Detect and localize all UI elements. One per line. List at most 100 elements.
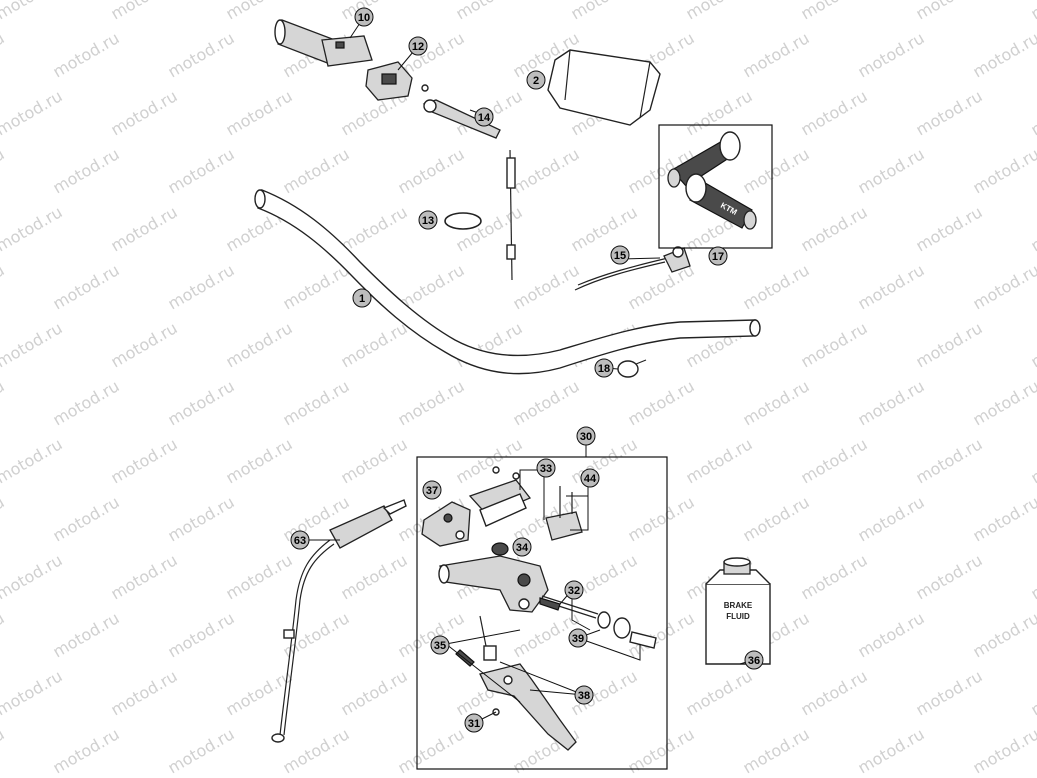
- callout-number: 36: [748, 655, 760, 667]
- watermark-text: motod.ru: [798, 86, 871, 139]
- brake-fluid-label-1: BRAKE: [724, 601, 753, 610]
- callout-circle: [422, 480, 442, 500]
- watermark-text: motod.ru: [913, 318, 986, 371]
- callout-44: 44: [580, 468, 600, 488]
- watermark-text: motod.ru: [108, 0, 181, 23]
- callout-number: 37: [426, 485, 438, 497]
- callout-circle: [430, 635, 450, 655]
- watermark-text: motod.ru: [0, 724, 8, 777]
- watermark-text: motod.ru: [855, 260, 928, 313]
- watermark-text: motod.ru: [108, 86, 181, 139]
- watermark-text: motod.ru: [568, 0, 641, 23]
- callout-36: 36: [744, 650, 764, 670]
- watermark-text: motod.ru: [280, 144, 353, 197]
- watermark-text: motod.ru: [1028, 550, 1037, 603]
- watermark-text: motod.ru: [798, 434, 871, 487]
- watermark-text: motod.ru: [0, 202, 66, 255]
- grip-right: KTM: [685, 173, 757, 230]
- watermark-text: motod.ru: [223, 318, 296, 371]
- callout-number: 2: [533, 75, 539, 87]
- callout-circle: [564, 580, 584, 600]
- callout-number: 1: [359, 293, 365, 305]
- watermark-text: motod.ru: [0, 434, 66, 487]
- watermark-text: motod.ru: [798, 550, 871, 603]
- watermark-text: motod.ru: [1028, 86, 1037, 139]
- callout-number: 14: [478, 112, 491, 124]
- watermark-text: motod.ru: [395, 376, 468, 429]
- watermark-text: motod.ru: [108, 434, 181, 487]
- hose-clamp: [617, 359, 647, 378]
- watermark-text: motod.ru: [453, 0, 526, 23]
- watermark-text: motod.ru: [165, 608, 238, 661]
- callout-31: 31: [464, 713, 484, 733]
- callout-35: 35: [430, 635, 450, 655]
- throttle-cable-adjuster: [422, 99, 501, 139]
- callout-15: 15: [610, 245, 630, 265]
- callout-circle: [474, 107, 494, 127]
- piston-spring-32: [539, 595, 599, 619]
- callout-number: 38: [578, 690, 590, 702]
- master-cylinder-box: [416, 445, 668, 770]
- watermark-text: motod.ru: [0, 492, 8, 545]
- callout-circle: [580, 468, 600, 488]
- watermark-text: motod.ru: [798, 0, 871, 23]
- callout-number: 12: [412, 41, 424, 53]
- watermark-text: motod.ru: [510, 260, 583, 313]
- watermark-text: motod.ru: [338, 0, 411, 23]
- piston-39: [597, 611, 657, 649]
- callout-17: 17: [708, 246, 728, 266]
- watermark-text: motod.ru: [165, 144, 238, 197]
- callout-10: 10: [354, 7, 374, 27]
- watermark-text: motod.ru: [165, 376, 238, 429]
- watermark-text: motod.ru: [338, 434, 411, 487]
- watermark-text: motod.ru: [50, 608, 123, 661]
- watermark-text: motod.ru: [0, 28, 8, 81]
- watermark-text: motod.ru: [913, 434, 986, 487]
- watermark-text: motod.ru: [223, 550, 296, 603]
- callout-circle: [408, 36, 428, 56]
- part-34: [491, 542, 509, 556]
- watermark-text: motod.ru: [338, 550, 411, 603]
- watermark-text: motod.ru: [1028, 202, 1037, 255]
- callout-circle: [418, 210, 438, 230]
- throttle-grip: [274, 19, 373, 67]
- callout-number: 35: [434, 640, 446, 652]
- callout-circle: [512, 537, 532, 557]
- callout-1: 1: [352, 288, 372, 308]
- callout-14: 14: [474, 107, 494, 127]
- watermark-text: motod.ru: [855, 608, 928, 661]
- callout-circle: [594, 358, 614, 378]
- watermark-text: motod.ru: [855, 492, 928, 545]
- callout-number: 17: [712, 251, 724, 263]
- clutch-cable: [271, 499, 407, 743]
- watermark-text: motod.ru: [0, 144, 8, 197]
- watermark-text: motod.ru: [683, 0, 756, 23]
- callout-number: 33: [540, 463, 552, 475]
- watermark-text: motod.ru: [50, 28, 123, 81]
- watermark-text: motod.ru: [223, 0, 296, 23]
- watermark-text: motod.ru: [798, 666, 871, 719]
- watermark-text: motod.ru: [683, 666, 756, 719]
- callout-number: 30: [580, 431, 592, 443]
- watermark-text: motod.ru: [108, 666, 181, 719]
- callout-33: 33: [536, 458, 556, 478]
- watermark-text: motod.ru: [970, 144, 1037, 197]
- o-ring: [444, 212, 482, 230]
- callout-circle: [526, 70, 546, 90]
- callout-number: 10: [358, 12, 370, 24]
- watermark-text: motod.ru: [50, 724, 123, 777]
- watermark-text: motod.ru: [50, 260, 123, 313]
- watermark-text: motod.ru: [50, 144, 123, 197]
- watermark-text: motod.ru: [108, 318, 181, 371]
- watermark-text: motod.ru: [338, 666, 411, 719]
- watermark-text: motod.ru: [395, 144, 468, 197]
- watermark-text: motod.ru: [165, 492, 238, 545]
- watermark-text: motod.ru: [740, 28, 813, 81]
- watermark-text: motod.ru: [165, 260, 238, 313]
- callout-34: 34: [512, 537, 532, 557]
- watermark-text: motod.ru: [683, 434, 756, 487]
- callout-circle: [568, 628, 588, 648]
- watermark-text: motod.ru: [970, 608, 1037, 661]
